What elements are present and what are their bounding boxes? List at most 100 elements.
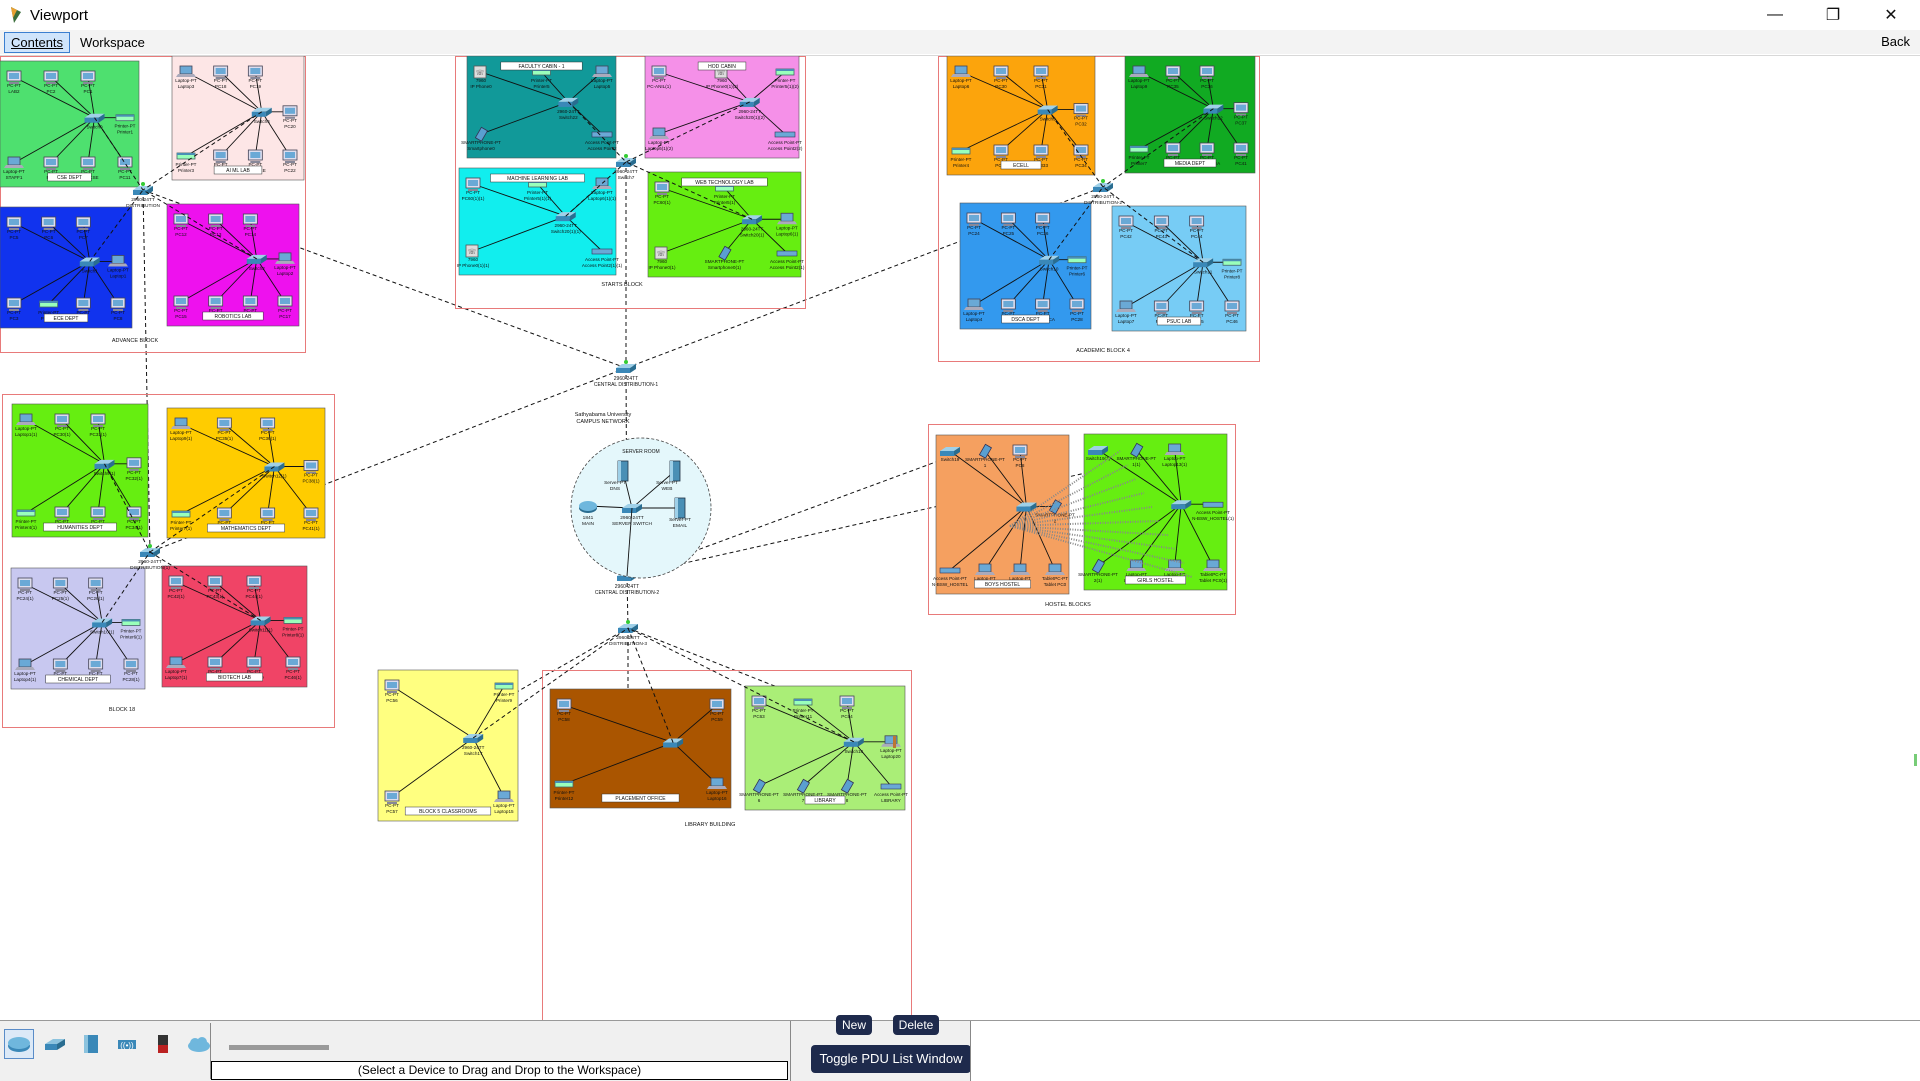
- device-pc[interactable]: [1118, 215, 1134, 229]
- device-pc[interactable]: [54, 506, 70, 520]
- device-printer[interactable]: [775, 68, 795, 76]
- device-laptop[interactable]: [649, 127, 669, 139]
- device-printer[interactable]: [494, 682, 514, 690]
- device-pc[interactable]: [1189, 215, 1205, 229]
- device-pc[interactable]: [751, 695, 767, 709]
- distribution-switch[interactable]: [133, 186, 153, 195]
- device-pc[interactable]: [207, 656, 223, 670]
- device-printer[interactable]: [1067, 256, 1087, 264]
- device-pc[interactable]: [208, 213, 224, 227]
- switch-icon[interactable]: [40, 1029, 70, 1059]
- device-pc[interactable]: [282, 149, 298, 163]
- device-server[interactable]: [674, 497, 686, 519]
- device-laptop[interactable]: [1129, 65, 1149, 77]
- device-laptop[interactable]: [1203, 559, 1223, 571]
- device-laptop[interactable]: [171, 417, 191, 429]
- device-printer[interactable]: [1222, 258, 1242, 266]
- device-pc[interactable]: [303, 507, 319, 521]
- device-pc[interactable]: [168, 575, 184, 589]
- device-pc[interactable]: [1233, 142, 1249, 156]
- device-laptop[interactable]: [592, 177, 612, 189]
- device-laptop[interactable]: [1045, 563, 1065, 575]
- room-switch[interactable]: [92, 618, 113, 628]
- device-pc[interactable]: [260, 417, 276, 431]
- room-switch[interactable]: [739, 97, 760, 107]
- device-pc[interactable]: [247, 149, 263, 163]
- room-switch[interactable]: [79, 257, 100, 267]
- device-pc[interactable]: [285, 656, 301, 670]
- device-phone[interactable]: [1091, 558, 1106, 574]
- device-pc[interactable]: [173, 213, 189, 227]
- device-pc[interactable]: [213, 149, 229, 163]
- device-laptop[interactable]: [4, 156, 24, 168]
- device-printer[interactable]: [16, 509, 36, 517]
- device-pc[interactable]: [52, 658, 68, 672]
- device-pc[interactable]: [126, 457, 142, 471]
- device-printer[interactable]: [176, 152, 196, 160]
- device-pc[interactable]: [1189, 300, 1205, 314]
- device-pc[interactable]: [993, 65, 1009, 79]
- device-pc[interactable]: [43, 70, 59, 84]
- device-pc[interactable]: [213, 65, 229, 79]
- wireless-icon[interactable]: ((•)): [112, 1029, 142, 1059]
- device-laptop[interactable]: [951, 65, 971, 77]
- device-pc[interactable]: [1000, 212, 1016, 226]
- device-pc[interactable]: [1165, 65, 1181, 79]
- device-pc[interactable]: [966, 212, 982, 226]
- device-pc[interactable]: [207, 575, 223, 589]
- device-pc[interactable]: [75, 216, 91, 230]
- device-pc[interactable]: [6, 216, 22, 230]
- room-switch[interactable]: [1171, 500, 1192, 510]
- device-laptop[interactable]: [707, 777, 727, 789]
- device-switch[interactable]: [940, 447, 960, 456]
- device-pc[interactable]: [1033, 144, 1049, 158]
- device-pc[interactable]: [651, 65, 667, 79]
- device-server[interactable]: [617, 460, 629, 482]
- device-pc[interactable]: [41, 216, 57, 230]
- device-pc[interactable]: [993, 144, 1009, 158]
- device-phone[interactable]: [718, 245, 732, 261]
- device-printer[interactable]: [951, 147, 971, 155]
- device-laptop[interactable]: [275, 252, 295, 264]
- device-pc[interactable]: [303, 460, 319, 474]
- device-pc[interactable]: [1199, 142, 1215, 156]
- device-pc[interactable]: [216, 507, 232, 521]
- room-switch[interactable]: [463, 733, 484, 743]
- room-switch[interactable]: [1039, 255, 1060, 265]
- device-laptop[interactable]: [1116, 300, 1136, 312]
- device-pc[interactable]: [709, 698, 725, 712]
- device-list-scrollbar[interactable]: [229, 1045, 329, 1050]
- device-pc[interactable]: [88, 577, 104, 591]
- device-pc[interactable]: [80, 70, 96, 84]
- toggle-pdu-list-button[interactable]: Toggle PDU List Window: [811, 1045, 971, 1073]
- room-switch[interactable]: [246, 254, 267, 264]
- close-button[interactable]: ✕: [1884, 7, 1898, 24]
- device-laptop[interactable]: [494, 790, 514, 802]
- device-printer[interactable]: [554, 780, 574, 788]
- device-pc[interactable]: [465, 177, 481, 191]
- device-pc[interactable]: [246, 656, 262, 670]
- room-switch[interactable]: [84, 113, 105, 123]
- device-pc[interactable]: [654, 181, 670, 195]
- device-phone[interactable]: [978, 443, 993, 459]
- device-pc[interactable]: [277, 295, 293, 309]
- device-pc[interactable]: [1069, 298, 1085, 312]
- device-laptop[interactable]: [975, 563, 995, 575]
- room-switch[interactable]: [1193, 258, 1214, 268]
- device-laptop[interactable]: [1010, 563, 1030, 575]
- device-pc[interactable]: [17, 577, 33, 591]
- device-ap[interactable]: [880, 783, 902, 790]
- device-printer[interactable]: [793, 698, 813, 706]
- device-ap[interactable]: [774, 131, 796, 138]
- router-icon[interactable]: [4, 1029, 34, 1059]
- device-phone[interactable]: [474, 126, 489, 142]
- device-pc[interactable]: [80, 156, 96, 170]
- device-switch[interactable]: [1088, 446, 1108, 455]
- device-pc[interactable]: [1033, 65, 1049, 79]
- minimize-button[interactable]: —: [1767, 6, 1783, 23]
- device-pc[interactable]: [54, 413, 70, 427]
- device-pc[interactable]: [6, 70, 22, 84]
- device-pc[interactable]: [173, 295, 189, 309]
- device-pc[interactable]: [282, 105, 298, 119]
